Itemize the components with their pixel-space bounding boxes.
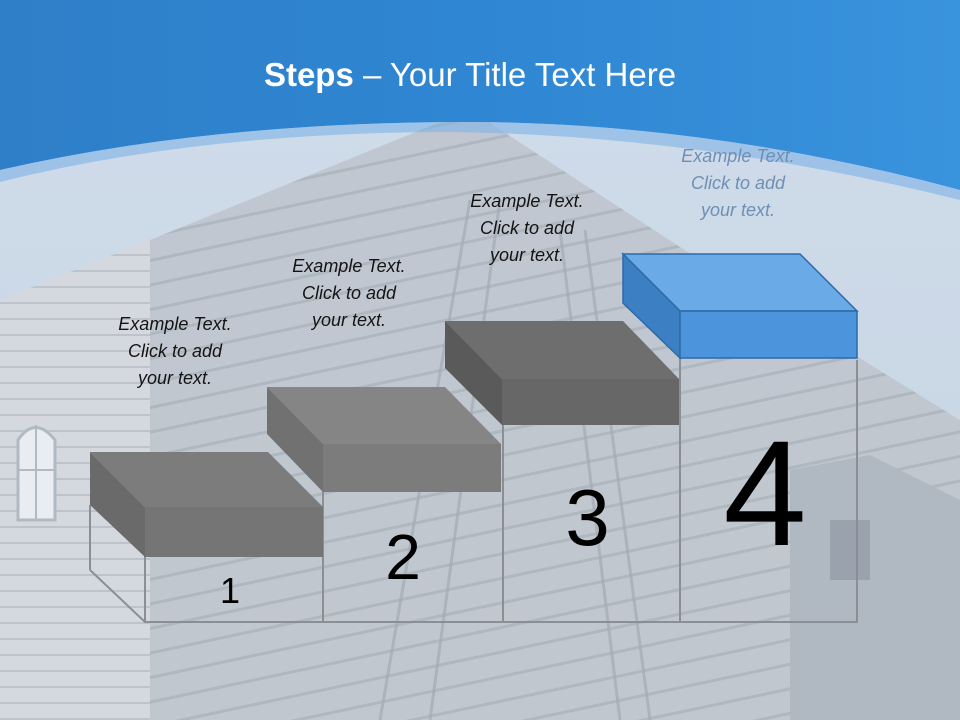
- title-rest: – Your Title Text Here: [353, 56, 677, 93]
- step-caption-4[interactable]: Example Text. Click to add your text.: [653, 143, 823, 224]
- step-block-2: [267, 387, 501, 492]
- title-bold: Steps: [263, 56, 354, 93]
- step-number-2: 2: [385, 521, 421, 593]
- step-number-4: 4: [723, 409, 807, 577]
- caption-line: your text.: [489, 245, 565, 265]
- caption-line: Example Text.: [470, 191, 584, 211]
- caption-line: your text.: [137, 368, 213, 388]
- step-block-1: [90, 452, 323, 557]
- caption-line: Example Text.: [118, 314, 232, 334]
- step-caption-3[interactable]: Example Text. Click to add your text.: [442, 188, 612, 269]
- caption-line: your text.: [311, 310, 387, 330]
- steps-outline: [89, 360, 858, 623]
- step-block-3: [445, 321, 679, 425]
- step-number-1: 1: [219, 570, 241, 611]
- caption-line: Click to add: [690, 173, 786, 193]
- caption-line: Click to add: [479, 218, 575, 238]
- caption-line: Example Text.: [292, 256, 406, 276]
- caption-line: Click to add: [127, 341, 223, 361]
- caption-line: Click to add: [301, 283, 397, 303]
- slide-title[interactable]: Steps – Your Title Text Here: [0, 52, 940, 98]
- step-caption-2[interactable]: Example Text. Click to add your text.: [264, 253, 434, 334]
- caption-line: Example Text.: [681, 146, 795, 166]
- step-caption-1[interactable]: Example Text. Click to add your text.: [90, 311, 260, 392]
- step-number-3: 3: [565, 473, 610, 562]
- caption-line: your text.: [700, 200, 776, 220]
- step-block-4: [621, 252, 859, 360]
